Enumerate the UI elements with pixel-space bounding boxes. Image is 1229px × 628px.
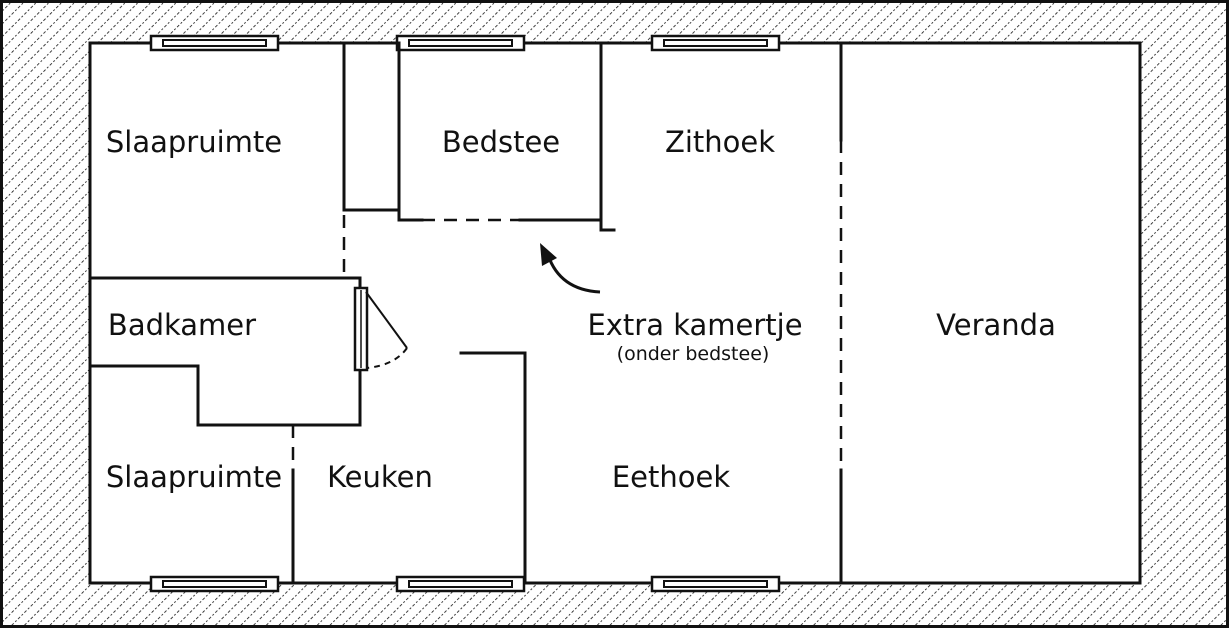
door-badkamer xyxy=(353,286,408,372)
label-zithoek: Zithoek xyxy=(665,125,775,159)
label-slaapruimte-top: Slaapruimte xyxy=(106,125,282,159)
window-bottom-middle xyxy=(395,575,526,593)
label-slaapruimte-bottom: Slaapruimte xyxy=(106,460,282,494)
window-bottom-right xyxy=(650,575,781,593)
window-bottom-left xyxy=(149,575,280,593)
floor-area xyxy=(88,41,1142,585)
label-eethoek: Eethoek xyxy=(612,460,731,494)
label-keuken: Keuken xyxy=(327,460,433,494)
window-top-right xyxy=(650,34,781,52)
label-extra-kamertje: Extra kamertje xyxy=(587,308,802,342)
label-extra-kamertje-note: (onder bedstee) xyxy=(617,343,770,365)
window-top-left xyxy=(149,34,280,52)
dashed-openings xyxy=(291,140,843,470)
label-badkamer: Badkamer xyxy=(108,308,256,342)
window-top-middle xyxy=(395,34,526,52)
arrow-icon xyxy=(540,243,601,294)
label-bedstee: Bedstee xyxy=(442,125,560,159)
label-veranda: Veranda xyxy=(936,308,1056,342)
interior-walls xyxy=(88,41,843,585)
